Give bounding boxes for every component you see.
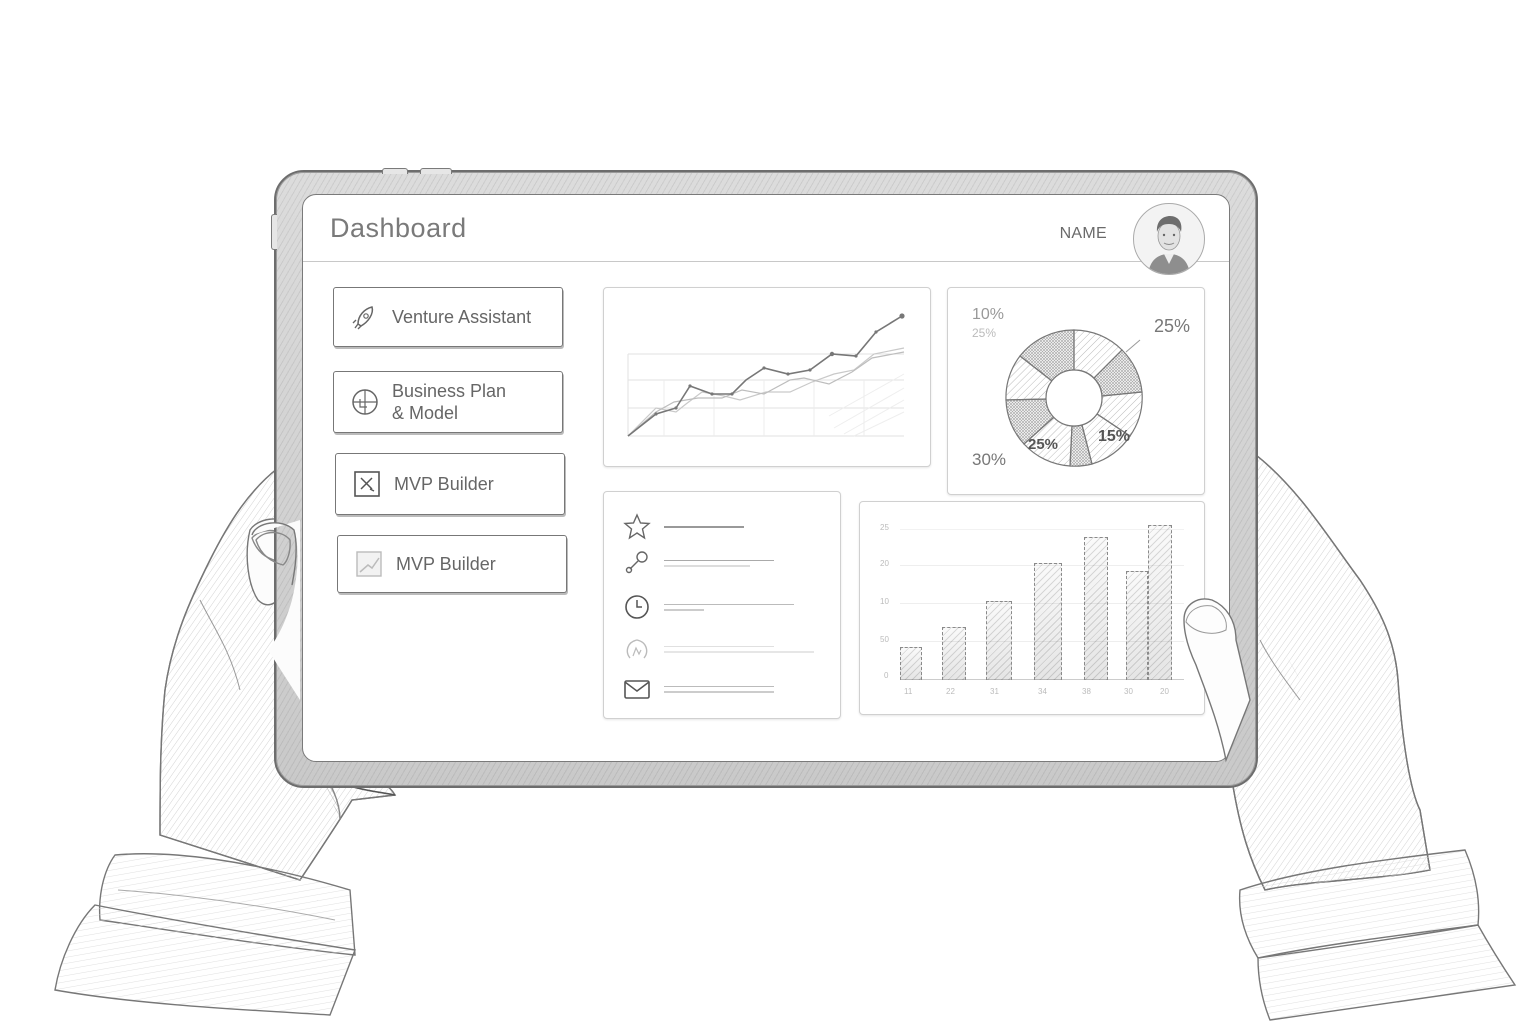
tablet-device: Dashboard NAME	[271, 168, 1258, 788]
y-tick: 10	[880, 597, 889, 606]
pie-label-top-right: 25%	[1154, 316, 1191, 336]
sidebar-item-business-plan[interactable]: Business Plan & Model	[333, 371, 563, 433]
list-item-text	[664, 642, 822, 657]
line-chart	[627, 313, 905, 437]
list-item[interactable]	[622, 510, 822, 544]
list-item[interactable]	[622, 546, 822, 580]
list-item-text	[664, 600, 822, 615]
bar-34[interactable]	[1034, 563, 1062, 680]
bar-38[interactable]	[1084, 537, 1108, 680]
x-label: 38	[1082, 687, 1091, 696]
avatar[interactable]	[1133, 203, 1205, 275]
key-link-icon	[625, 551, 648, 574]
user-name[interactable]: NAME	[1059, 225, 1107, 242]
side-button	[271, 214, 277, 250]
pie-label-bottom: 25%	[1028, 436, 1059, 453]
sidebar-item-label: MVP Builder	[394, 474, 494, 494]
donut-chart	[1005, 329, 1143, 467]
x-label: 20	[1160, 687, 1169, 696]
line-chart-card	[603, 287, 931, 467]
activity-list-card	[603, 491, 841, 719]
user-portrait-icon	[1135, 205, 1203, 274]
y-tick: 20	[880, 559, 889, 568]
rocket-icon	[352, 306, 374, 330]
sidebar-item-venture-assistant[interactable]: Venture Assistant	[333, 287, 563, 347]
bar-chart-card: 0 50 10 20 25 11 22 31 34 38 30 20	[859, 501, 1205, 715]
sidebar-item-label: Business Plan & Model	[392, 380, 506, 424]
y-tick: 0	[884, 671, 889, 680]
list-item[interactable]	[622, 590, 822, 624]
x-label: 22	[946, 687, 955, 696]
bar-31[interactable]	[986, 601, 1012, 680]
y-tick: 25	[880, 523, 889, 532]
y-tick: 50	[880, 635, 889, 644]
tablet-screen: Dashboard NAME	[302, 194, 1230, 762]
blueprint-globe-icon	[352, 389, 378, 415]
dashboard-header: Dashboard NAME	[303, 195, 1229, 275]
bar-20[interactable]	[1148, 525, 1172, 680]
pie-label-top-left: 10%	[972, 306, 1005, 323]
bar-11[interactable]	[900, 647, 922, 680]
gauge-icon	[626, 639, 648, 659]
donut-chart-card: 10% 25% 25% 15% 25% 30%	[947, 287, 1205, 495]
mail-icon	[624, 680, 650, 699]
list-item-text	[664, 682, 822, 697]
bar-30[interactable]	[1126, 571, 1148, 680]
pie-label-bottom-right: 15%	[1098, 428, 1131, 445]
list-item-text	[664, 522, 822, 532]
x-label: 11	[904, 687, 913, 696]
x-label: 31	[990, 687, 999, 696]
sidebar-item-label: Venture Assistant	[392, 307, 532, 327]
pie-label-bottom-left: 30%	[972, 450, 1007, 469]
pie-label-top-left-secondary: 25%	[972, 326, 997, 340]
label-line-2: & Model	[392, 403, 459, 423]
x-label: 34	[1038, 687, 1047, 696]
list-item[interactable]	[622, 632, 822, 666]
bar-chart	[900, 522, 1184, 680]
sidebar-item-mvp-builder-2[interactable]: MVP Builder	[337, 535, 567, 593]
volume-button-1	[382, 168, 408, 174]
growth-chart-icon	[356, 551, 382, 577]
bar-22[interactable]	[942, 627, 966, 680]
x-label: 30	[1124, 687, 1133, 696]
volume-button-2	[420, 168, 452, 174]
star-icon	[623, 513, 651, 540]
tools-square-icon	[354, 471, 380, 497]
list-item[interactable]	[622, 672, 822, 706]
list-item-text	[664, 556, 822, 571]
label-line-1: Business Plan	[392, 381, 507, 401]
page-title: Dashboard	[330, 213, 467, 243]
sidebar-item-mvp-builder[interactable]: MVP Builder	[335, 453, 565, 515]
clock-icon	[625, 595, 649, 619]
sidebar-item-label: MVP Builder	[396, 554, 496, 574]
